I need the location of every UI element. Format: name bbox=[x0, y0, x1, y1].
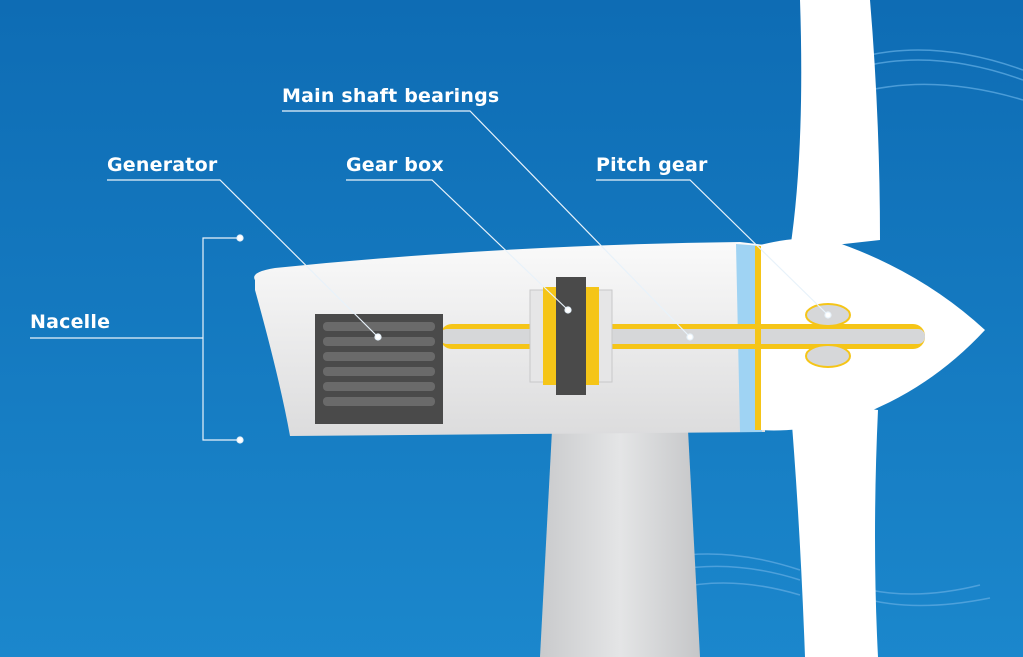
leader-lines bbox=[30, 110, 832, 444]
blade-lower bbox=[790, 400, 878, 657]
pitch-gear bbox=[805, 303, 851, 368]
label-main-shaft-bearings: Main shaft bearings bbox=[282, 85, 500, 107]
label-generator: Generator bbox=[107, 154, 218, 176]
generator bbox=[315, 314, 443, 424]
label-nacelle: Nacelle bbox=[30, 311, 111, 333]
gear-box bbox=[529, 277, 613, 395]
blade-upper bbox=[790, 0, 880, 250]
tower bbox=[540, 430, 700, 657]
label-gear-box: Gear box bbox=[346, 154, 444, 176]
label-pitch-gear: Pitch gear bbox=[596, 154, 708, 176]
